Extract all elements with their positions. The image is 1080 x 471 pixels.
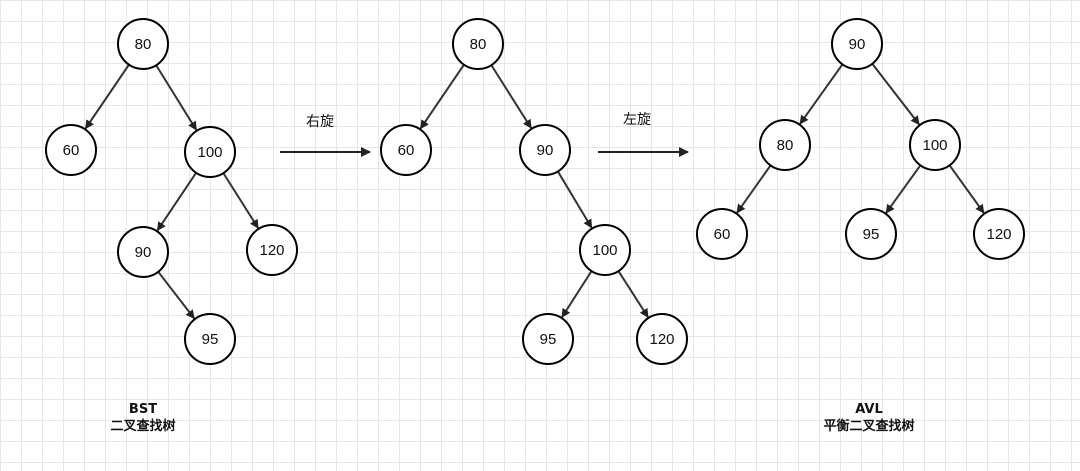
nodes-layer: 80 60 100 90 120 95 80 60 90 100 95 120 90 80 100 60 95 1… (45, 18, 1025, 365)
tree-node-95: 95 (845, 208, 897, 260)
tree-node-90: 90 (519, 124, 571, 176)
node-value-label: 95 (540, 331, 557, 348)
node-value-label: 100 (922, 137, 947, 154)
caption-bst-line-1: BST (129, 402, 157, 417)
node-circle (845, 208, 897, 260)
left-rotation-label: 左旋 (623, 112, 651, 128)
edge-arrow-100-to-120 (222, 172, 259, 229)
edge-arrow-90-to-100 (557, 170, 593, 229)
tree-node-100: 100 (909, 119, 961, 171)
tree-node-100: 100 (579, 224, 631, 276)
node-value-label: 90 (849, 36, 866, 53)
node-circle (117, 18, 169, 70)
node-value-label: 80 (135, 36, 152, 53)
node-value-label: 80 (777, 137, 794, 154)
edge-arrow-90-to-95 (157, 271, 195, 320)
node-circle (184, 126, 236, 178)
node-circle (45, 124, 97, 176)
edge-arrow-90-to-100 (871, 63, 920, 126)
tree-node-60: 60 (380, 124, 432, 176)
edge-arrow-100-to-95 (885, 164, 922, 214)
node-value-label: 120 (649, 331, 674, 348)
node-circle (246, 224, 298, 276)
node-value-label: 90 (135, 244, 152, 261)
node-value-label: 60 (714, 226, 731, 243)
tree-node-80: 80 (452, 18, 504, 70)
caption-avl-line-2: 平衡二叉查找树 (823, 418, 914, 434)
caption-avl-line-1: AVL (855, 402, 883, 417)
edge-arrow-80-to-60 (419, 64, 465, 130)
tree-node-120: 120 (973, 208, 1025, 260)
tree-node-120: 120 (246, 224, 298, 276)
node-circle (973, 208, 1025, 260)
node-value-label: 95 (202, 331, 219, 348)
node-value-label: 100 (592, 242, 617, 259)
edge-arrow-90-to-80 (799, 63, 844, 125)
node-circle (380, 124, 432, 176)
edge-arrow-80-to-90 (490, 64, 532, 129)
edge-arrow-100-to-95 (561, 270, 593, 318)
tree-node-95: 95 (522, 313, 574, 365)
edge-arrow-80-to-60 (84, 64, 130, 130)
tree-node-80: 80 (759, 119, 811, 171)
node-circle (831, 18, 883, 70)
operations-layer: 右旋 左旋 (280, 112, 689, 157)
node-value-label: 100 (197, 144, 222, 161)
node-circle (909, 119, 961, 171)
node-value-label: 120 (259, 242, 284, 259)
node-circle (184, 313, 236, 365)
tree-node-120: 120 (636, 313, 688, 365)
tree-node-60: 60 (696, 208, 748, 260)
node-circle (117, 226, 169, 278)
edge-arrow-80-to-60 (736, 164, 772, 214)
tree-node-90: 90 (117, 226, 169, 278)
node-circle (759, 119, 811, 171)
node-value-label: 60 (398, 142, 415, 159)
node-circle (452, 18, 504, 70)
edge-arrow-80-to-100 (155, 64, 198, 131)
edge-arrow-100-to-120 (948, 164, 985, 214)
node-circle (522, 313, 574, 365)
node-value-label: 80 (470, 36, 487, 53)
node-value-label: 120 (986, 226, 1011, 243)
tree-node-90: 90 (831, 18, 883, 70)
node-value-label: 90 (537, 142, 554, 159)
edge-arrow-100-to-90 (156, 172, 197, 232)
tree-node-80: 80 (117, 18, 169, 70)
edge-arrow-100-to-120 (617, 270, 649, 318)
node-value-label: 95 (863, 226, 880, 243)
node-circle (519, 124, 571, 176)
caption-bst-line-2: 二叉查找树 (110, 418, 175, 434)
right-rotation-label: 右旋 (306, 114, 334, 130)
tree-node-100: 100 (184, 126, 236, 178)
node-value-label: 60 (63, 142, 80, 159)
tree-node-95: 95 (184, 313, 236, 365)
tree-node-60: 60 (45, 124, 97, 176)
node-circle (579, 224, 631, 276)
edges-layer (84, 63, 985, 320)
node-circle (636, 313, 688, 365)
node-circle (696, 208, 748, 260)
